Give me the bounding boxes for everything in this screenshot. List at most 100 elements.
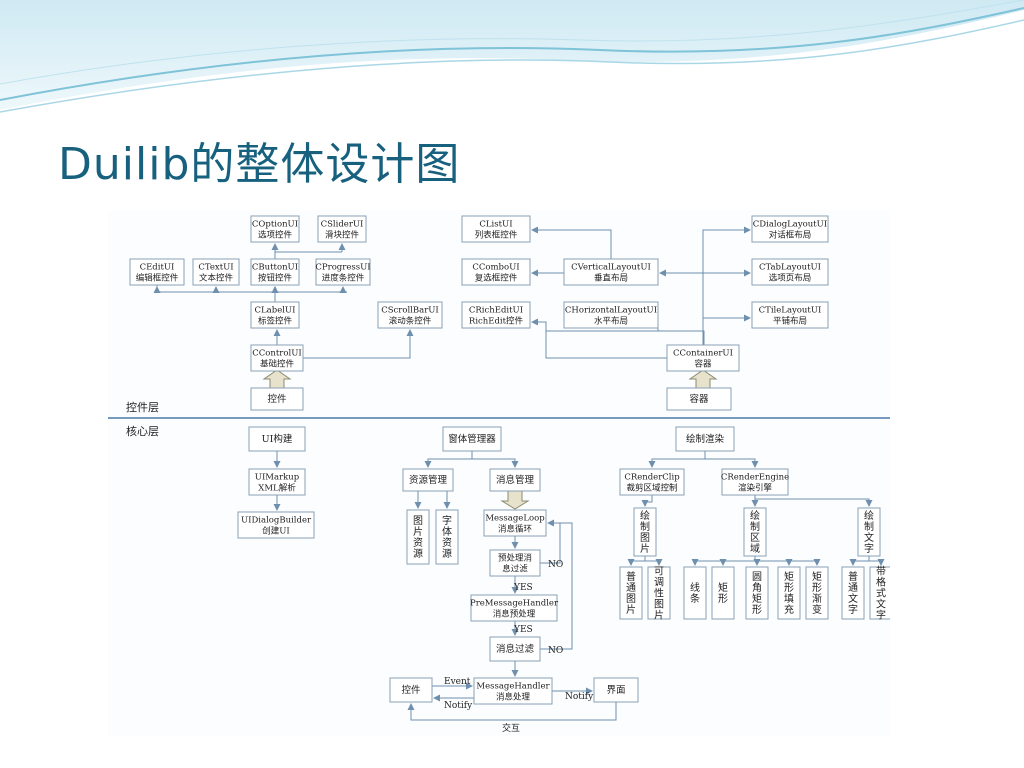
- up-arrow-container: [688, 369, 718, 389]
- node-rectfill-text: 矩: [784, 570, 794, 583]
- node-res_pic-text: 图: [413, 515, 423, 527]
- node-roundrect-text: 圆: [752, 571, 762, 583]
- node-ccontainer-text: 容器: [694, 359, 712, 370]
- edge: [719, 559, 755, 566]
- edge-no-loop-2: [540, 522, 573, 650]
- node-cedit-text: 编辑框控件: [136, 273, 179, 284]
- node-resmgr-text: 资源管理: [409, 474, 448, 486]
- edge-interaction: [407, 702, 617, 721]
- node-ccontrol-text: CControlUI: [252, 349, 301, 359]
- node-fmttext-text: 式: [876, 587, 886, 600]
- node-clabel-text: CLabelUI: [255, 306, 296, 316]
- node-drawarea-text: 区: [750, 532, 760, 544]
- node-uibuild-text: UI构建: [262, 433, 293, 445]
- node-prefilter-text: 息过滤: [502, 564, 528, 575]
- node-rectfill-text: 充: [784, 603, 794, 616]
- node-coption-text: COptionUI: [252, 220, 298, 230]
- node-tunepic-text: 性: [654, 587, 664, 600]
- node-normalpic-text: 图: [626, 593, 636, 605]
- edge-label-no2: NO: [548, 646, 563, 656]
- edge-label-notify2: Notify: [565, 692, 594, 702]
- node-msghandler-text: MessageHandler: [476, 682, 550, 692]
- node-ccontrol-text: 基础控件: [260, 359, 295, 370]
- node-cvert-text: 垂直布局: [594, 273, 628, 284]
- edge: [755, 498, 873, 507]
- node-rectgrad-text: 形: [812, 582, 822, 594]
- node-normalpic-text: 片: [626, 603, 636, 616]
- node-cbutton-text: 按钮控件: [258, 273, 293, 284]
- control-layer-label: 控件层: [126, 400, 159, 414]
- node-premsg-text: PreMessageHandler: [470, 599, 559, 609]
- node-msgfilter: 消息过滤: [489, 636, 541, 662]
- node-res_font-text: 源: [442, 547, 452, 560]
- node-cprogress-text: CProgressUI: [315, 263, 370, 273]
- edge-vertical-to-list: [531, 226, 612, 259]
- node-drawpic-text: 制: [640, 520, 650, 533]
- node-rectfill-text: 形: [784, 582, 794, 594]
- node-drawtext-text: 字: [864, 542, 874, 555]
- node-drawarea-text: 制: [750, 520, 760, 533]
- edge: [472, 458, 519, 468]
- node-ctile-text: CTileLayoutUI: [759, 306, 822, 316]
- node-normaltext-text: 通: [848, 582, 858, 594]
- node-winmgr: 窗体管理器: [442, 426, 502, 452]
- node-winmgr-text: 窗体管理器: [448, 433, 496, 445]
- edge-control-to-scrollbar: [303, 329, 414, 359]
- node-cprogress-text: 进度条控件: [322, 273, 365, 284]
- node-rectgrad-text: 矩: [812, 570, 822, 583]
- node-resmgr: 资源管理: [402, 468, 454, 492]
- node-roundrect-text: 形: [752, 604, 762, 616]
- node-fmttext-text: 格: [876, 576, 886, 589]
- edge-label-interact: 交互: [502, 722, 520, 734]
- node-msgloop-text: MessageLoop: [485, 514, 545, 524]
- node-rectgrad-text: 变: [812, 603, 822, 616]
- node-control: 控件: [250, 387, 304, 411]
- node-uimarkup-text: UIMarkup: [255, 473, 300, 483]
- edge: [705, 458, 759, 468]
- node-container-text: 容器: [689, 393, 709, 405]
- edge-label-yes1: YES: [513, 583, 533, 593]
- node-res_pic-text: 片: [413, 525, 423, 538]
- node-msgmgr-text: 消息管理: [496, 474, 535, 486]
- node-drawtext-text: 绘: [864, 509, 874, 522]
- node-fmttext-text: 文: [876, 598, 886, 611]
- node-normalpic-text: 普: [626, 570, 636, 583]
- node-line-text: 条: [690, 592, 700, 605]
- diagram-edges: [108, 226, 890, 721]
- edge-label-event: Event: [444, 677, 471, 687]
- header-wave: [0, 0, 1024, 113]
- page-title: Duilib的整体设计图: [58, 139, 461, 190]
- node-roundrect-text: 角: [752, 582, 762, 594]
- node-msghandler-text: 消息处理: [496, 692, 531, 703]
- node-ccontainer-text: CContainerUI: [673, 349, 733, 359]
- node-premsg-text: 消息预处理: [493, 609, 536, 620]
- node-msgloop-text: 消息循环: [498, 524, 533, 535]
- node-choriz-text: 水平布局: [594, 316, 628, 327]
- node-msgmgr: 消息管理: [489, 468, 541, 492]
- node-ctab-text: CTabLayoutUI: [759, 263, 821, 273]
- node-drawtext-text: 制: [864, 520, 874, 533]
- node-tunepic-text: 可: [654, 567, 664, 578]
